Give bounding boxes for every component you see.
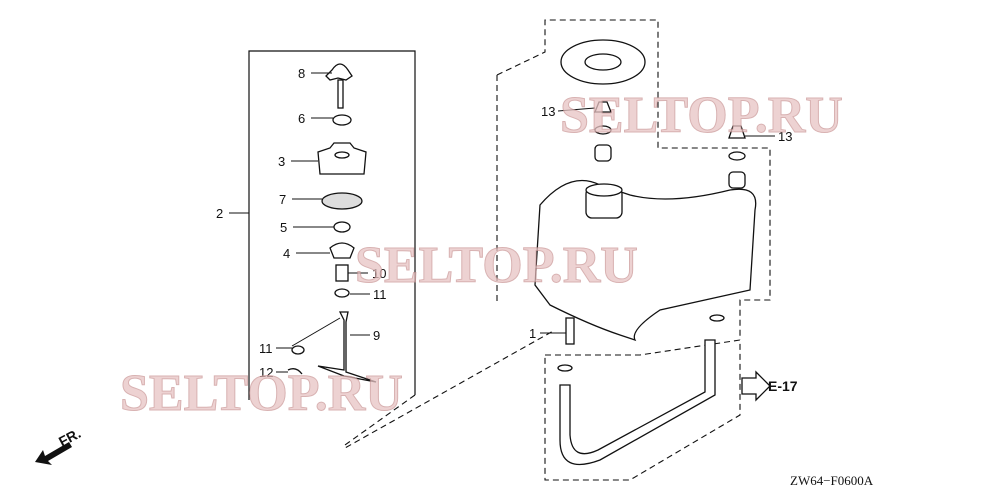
- joint-part: [565, 317, 575, 345]
- drawing-code: ZW64−F0600A: [790, 473, 874, 488]
- tank-cover-hole: [584, 53, 622, 71]
- assembly-connector: [344, 329, 556, 449]
- cap-nut-right-part: [728, 125, 746, 139]
- fuel-cap-part: [317, 142, 367, 175]
- callout-4: 4: [283, 246, 290, 261]
- callout-13-right: 13: [778, 129, 792, 144]
- callout-6: 6: [298, 111, 305, 126]
- callout-10: 10: [372, 266, 386, 281]
- spring-part: [335, 264, 349, 282]
- vent-knob-part: [325, 63, 353, 109]
- reference-e17-link[interactable]: E-17: [768, 378, 798, 394]
- watermark: SELTOP.RU: [560, 87, 843, 144]
- hose-clip-part: [557, 364, 573, 372]
- washer-lower-part: [291, 345, 305, 355]
- clip-part: [287, 368, 303, 375]
- small-washer-part: [334, 288, 350, 298]
- hose-group-outline: [544, 339, 741, 481]
- hose-clip-upper-part: [709, 314, 725, 322]
- washer-part: [332, 114, 352, 126]
- callout-11: 11: [373, 287, 387, 302]
- assembly-box: [248, 50, 416, 400]
- callout-13: 13: [541, 104, 555, 119]
- callout-3: 3: [278, 154, 285, 169]
- callout-12: 12: [259, 365, 273, 380]
- strainer-part: [317, 311, 377, 383]
- callout-2: 2: [216, 206, 223, 221]
- seal-cup-part: [329, 242, 355, 259]
- filter-disc-part: [321, 192, 363, 210]
- reference-arrow-icon: [741, 370, 771, 402]
- fuel-hose-part: [559, 339, 716, 466]
- callout-5: 5: [280, 220, 287, 235]
- front-marker-label: FR.: [56, 425, 83, 450]
- callout-1: 1: [529, 326, 536, 341]
- callout-8: 8: [298, 66, 305, 81]
- tank-outline-top: [496, 19, 771, 340]
- cap-nut-part: [594, 101, 612, 113]
- callout-11-lower: 11: [259, 341, 273, 356]
- callout-7: 7: [279, 192, 286, 207]
- watermark: SELTOP.RU: [355, 237, 638, 294]
- front-arrow-icon: [35, 442, 72, 465]
- leader-lines: [229, 72, 775, 373]
- callout-9: 9: [373, 328, 380, 343]
- gasket-part: [333, 221, 351, 233]
- watermark: SELTOP.RU: [120, 365, 403, 422]
